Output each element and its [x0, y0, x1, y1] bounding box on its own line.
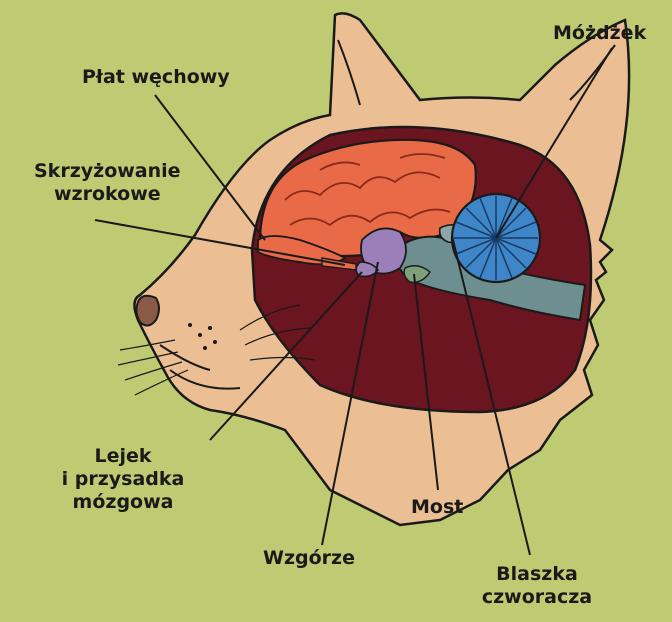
- label-cerebellum: Móżdżek: [553, 22, 646, 45]
- label-infundibulum: Lejek i przysadka mózgowa: [48, 445, 198, 514]
- label-pons: Most: [411, 496, 463, 519]
- label-optic-chiasm-line2: wzrokowe: [34, 183, 181, 206]
- label-quadrigeminal-line2: czworacza: [462, 586, 612, 609]
- label-optic-chiasm: Skrzyżowanie wzrokowe: [34, 160, 181, 206]
- label-thalamus: Wzgórze: [263, 547, 355, 570]
- cat-nose: [136, 296, 159, 326]
- label-quadrigeminal-plate: Blaszka czworacza: [462, 563, 612, 609]
- label-infundibulum-line1: Lejek: [48, 445, 198, 468]
- label-olfactory-lobe: Płat węchowy: [82, 66, 230, 89]
- label-optic-chiasm-line1: Skrzyżowanie: [34, 160, 181, 183]
- label-infundibulum-line3: mózgowa: [48, 491, 198, 514]
- label-quadrigeminal-line1: Blaszka: [462, 563, 612, 586]
- label-infundibulum-line2: i przysadka: [48, 468, 198, 491]
